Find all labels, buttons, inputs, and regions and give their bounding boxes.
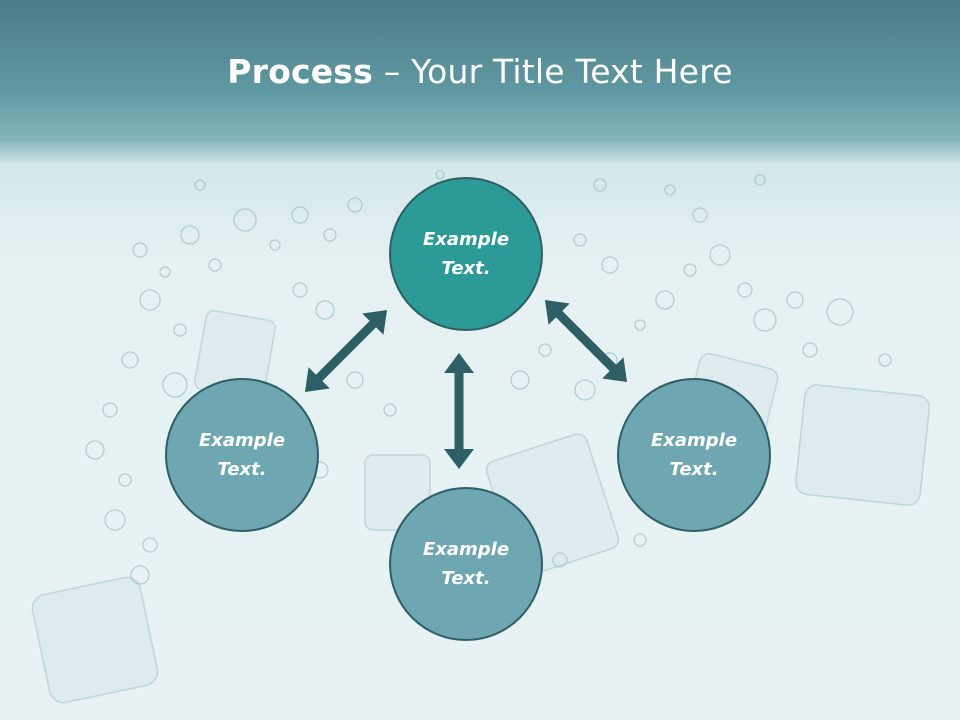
node-left-line2: Text. [217,459,267,480]
double-arrow-vertical-icon [444,353,474,469]
node-bottom-line1: Example [422,539,510,560]
process-node-right[interactable]: Example Text. [617,378,771,532]
double-arrow-top-left-icon [294,299,397,402]
node-right-line2: Text. [669,459,719,480]
slide-title: Process – Your Title Text Here [0,52,960,91]
node-right-line1: Example [650,430,738,451]
double-arrow-top-right-icon [534,289,637,392]
node-top-line1: Example [422,229,510,250]
process-node-bottom[interactable]: Example Text. [389,487,543,641]
process-node-left[interactable]: Example Text. [165,378,319,532]
title-text: Your Title Text Here [411,52,733,91]
node-top-line2: Text. [441,258,491,279]
title-bold: Process [227,52,373,91]
process-node-top[interactable]: Example Text. [389,177,543,331]
node-bottom-line2: Text. [441,568,491,589]
title-separator: – [373,52,412,91]
node-left-line1: Example [198,430,286,451]
